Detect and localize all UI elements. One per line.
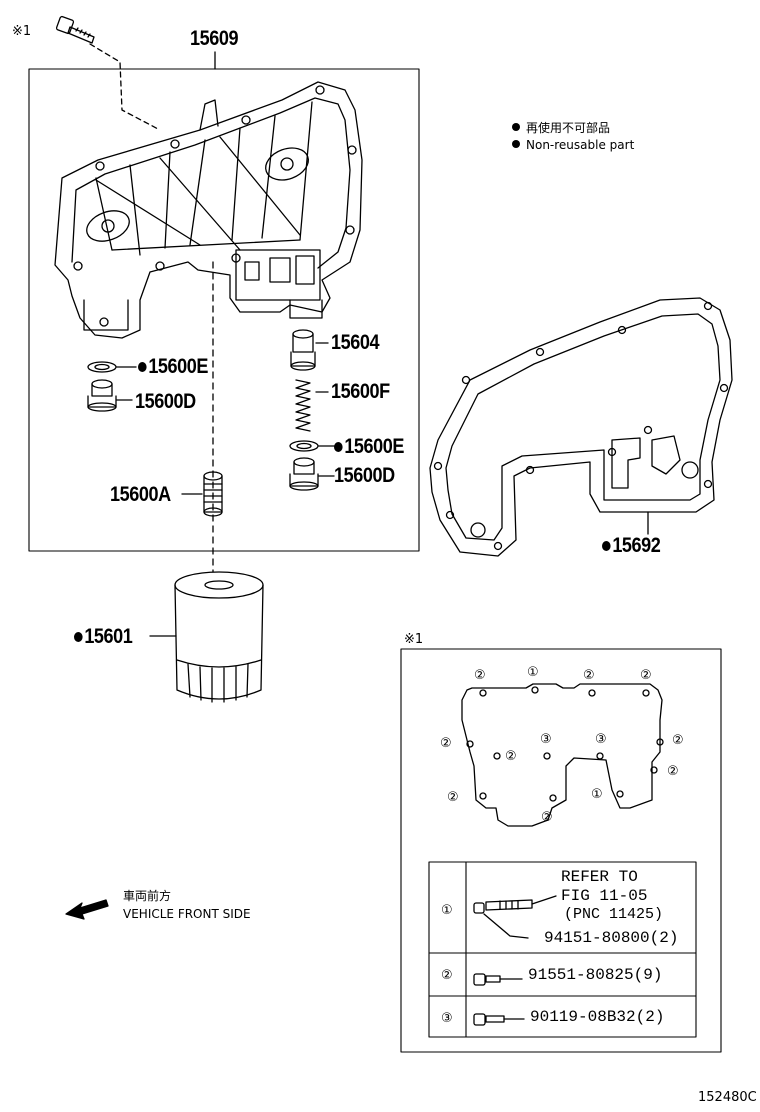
plug-15600d-right — [289, 457, 335, 491]
relief-valve-15604 — [290, 329, 329, 371]
callout-2: ② — [447, 790, 459, 805]
table-key-1: ① — [441, 903, 453, 918]
detail-mark: ※1 — [404, 632, 424, 647]
union-15600a — [181, 471, 223, 517]
oil-filter-15601 — [149, 571, 264, 703]
callout-1: ① — [527, 665, 539, 680]
bolt-icon-table-2 — [473, 973, 523, 986]
callout-2: ② — [505, 749, 517, 764]
bolt-icon-table-1 — [473, 895, 557, 939]
callout-2: ② — [583, 668, 595, 683]
label-15600a: 15600A — [110, 483, 171, 506]
detail-frame — [400, 648, 722, 1053]
label-15604: 15604 — [331, 331, 380, 354]
legend-jp: 再使用不可部品 — [512, 121, 610, 136]
table-key-2: ② — [441, 968, 453, 983]
non-reusable-dot-icon — [512, 123, 520, 131]
legend-en: Non-reusable part — [512, 138, 634, 153]
assembly-frame — [28, 68, 420, 552]
gasket-detail-outline — [461, 683, 664, 827]
callout-2: ② — [667, 764, 679, 779]
gasket-15692 — [429, 297, 733, 557]
callout-2: ② — [541, 810, 553, 825]
callout-3: ③ — [595, 732, 607, 747]
bolt-icon — [55, 15, 95, 44]
table-row3-line1: 90119-08B32(2) — [530, 1008, 665, 1026]
non-reusable-dot-icon — [602, 541, 611, 551]
table-row1-line2: FIG 11-05 — [561, 887, 648, 905]
non-reusable-dot-icon — [512, 140, 520, 148]
callout-2: ② — [440, 736, 452, 751]
callout-2: ② — [474, 668, 486, 683]
front-arrow-icon — [65, 899, 109, 920]
table-row2-line1: 91551-80825(9) — [528, 966, 663, 984]
plug-15600d-left — [87, 379, 133, 412]
label-15600e-left: 15600E — [138, 356, 208, 378]
table-row1-line1: REFER TO — [561, 868, 638, 886]
washer-15600e-right — [289, 440, 335, 452]
parts-table — [428, 861, 697, 1038]
table-row1-line3: (PNC 11425) — [564, 906, 664, 923]
table-row1-line4: 94151-80800(2) — [544, 929, 679, 947]
label-15609: 15609 — [190, 27, 239, 50]
spring-15600f — [295, 379, 329, 432]
washer-15600e-left — [87, 361, 137, 373]
callout-2: ② — [640, 668, 652, 683]
non-reusable-dot-icon — [138, 362, 147, 372]
non-reusable-dot-icon — [74, 632, 83, 642]
table-key-3: ③ — [441, 1011, 453, 1026]
oil-filter-bracket — [54, 81, 363, 339]
label-15600d-left: 15600D — [135, 390, 196, 413]
label-15600f: 15600F — [331, 380, 390, 403]
label-15600e-right: 15600E — [334, 436, 404, 458]
note-mark: ※1 — [12, 24, 32, 39]
callout-2: ② — [672, 733, 684, 748]
bolt-dash-line — [89, 43, 161, 131]
label-15600d-right: 15600D — [334, 464, 395, 487]
front-en: VEHICLE FRONT SIDE — [123, 907, 251, 921]
label-15601: 15601 — [74, 626, 133, 648]
callout-3: ③ — [540, 732, 552, 747]
bolt-icon-table-3 — [473, 1013, 525, 1026]
diagram-id: 152480C — [698, 1090, 757, 1105]
front-jp: 車両前方 — [123, 889, 172, 903]
non-reusable-dot-icon — [334, 442, 343, 452]
label-15692: 15692 — [602, 535, 661, 557]
callout-1: ① — [591, 787, 603, 802]
